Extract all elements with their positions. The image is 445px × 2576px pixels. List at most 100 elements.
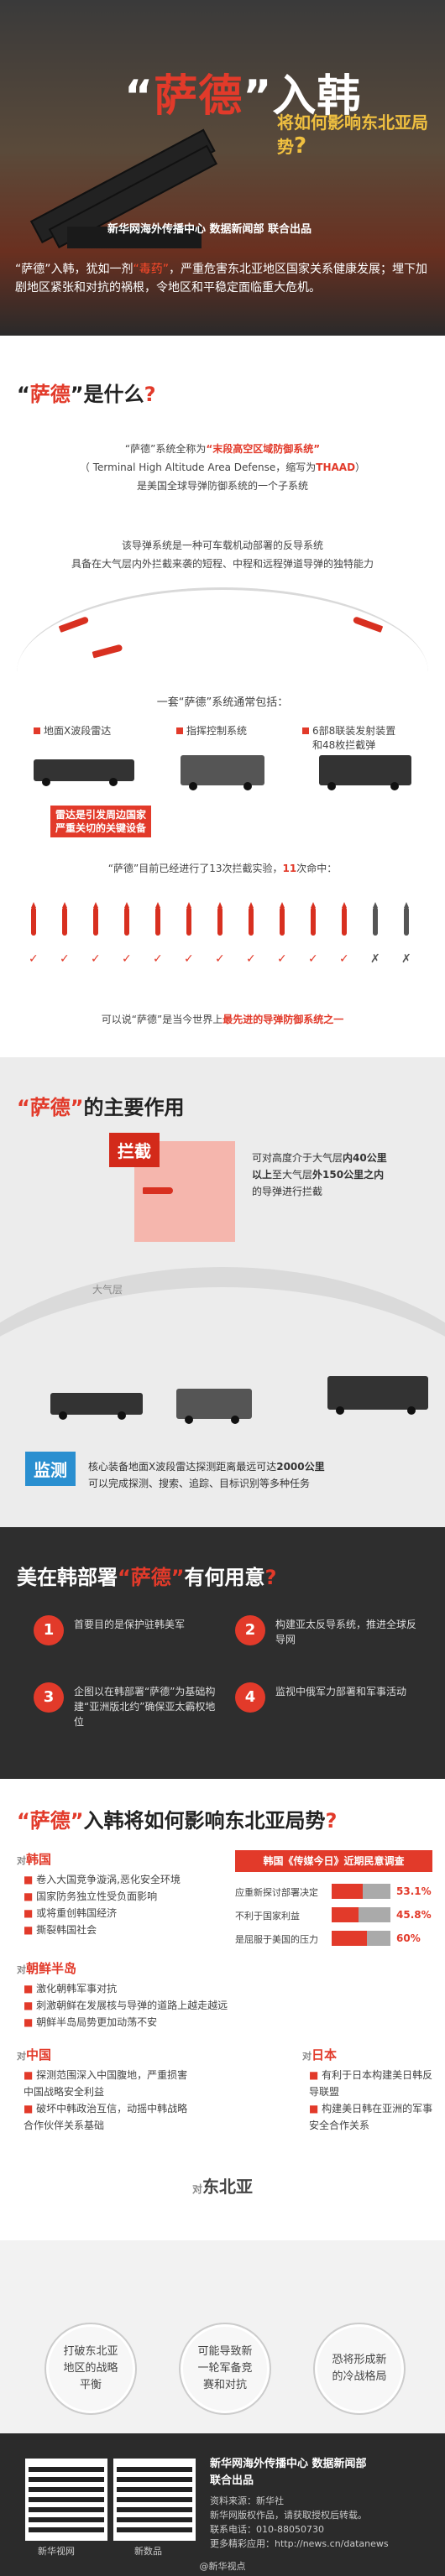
poll-label: 不利于国家利益: [235, 1911, 300, 1922]
intercept-text: 可对高度介于大气层内40公里 以上至大气层外150公里之内 的导弹进行拦截: [252, 1152, 387, 1197]
poll-chart: 应重新探讨部署决定 53.1% 不利于国家利益 45.8% 是屈服于美国的压力 60%: [235, 1884, 432, 1959]
intent-text: 监视中俄军力部署和军事活动: [275, 1686, 407, 1697]
test-missile-icon: [340, 902, 348, 944]
korea-heading: 对韩国: [17, 1852, 52, 1867]
hit-mark-icon: ✓: [91, 952, 101, 966]
northeast-impact-ring: 可能导致新一轮军备竞赛和对抗: [181, 2324, 270, 2413]
component-launchers: 6部8联装发射装置和48枚拦截弹: [302, 723, 395, 752]
hit-mark-icon: ✓: [184, 952, 194, 966]
section-title: “萨德”是什么?: [17, 383, 156, 406]
capability-line-2: 具备在大气层内外拦截来袭的短程、中程和远程弹道导弹的独特能力: [71, 558, 374, 570]
test-missile-icon: [92, 902, 100, 944]
poll-label: 应重新探讨部署决定: [235, 1887, 318, 1898]
intent-number-badge: 1: [34, 1615, 64, 1645]
component-command: 指挥控制系统: [176, 723, 247, 738]
section-what-is-thaad: “萨德”是什么? “萨德”系统全称为“末段高空区域防御系统” （ Termina…: [0, 336, 445, 1057]
test-missile-icon: [247, 902, 255, 944]
section-title: 美在韩部署“萨德”有何用意?: [17, 1566, 277, 1589]
launcher-illustration: [29, 101, 252, 248]
hit-mark-icon: ✓: [29, 952, 39, 966]
section-impact: “萨德”入韩将如何影响东北亚局势? 对韩国 卷入大国竞争漩涡,恶化安全环境国家防…: [0, 1779, 445, 2240]
test-missile-icon: [154, 902, 162, 944]
footer-org2: 联合出品: [210, 2474, 254, 2487]
radar-truck-icon: [50, 1393, 143, 1420]
hero-lead: “萨德”入韩，犹如一剂“毒药”，严重危害东北亚地区国家关系健康发展；埋下加剧地区…: [15, 263, 428, 295]
definition-line-3: 是美国全球导弹防御系统的一个子系统: [136, 480, 308, 492]
launcher-truck-icon: [327, 1376, 428, 1415]
test-missile-icon: [309, 902, 317, 944]
hit-mark-icon: ✓: [122, 952, 132, 966]
qr-code-icon: [25, 2459, 107, 2541]
intent-text: 构建亚太反导系统，推进全球反导网: [275, 1619, 417, 1645]
intent-number-badge: 2: [235, 1615, 265, 1645]
definition-line-2: （ Terminal High Altitude Area Defense，缩写…: [79, 461, 366, 473]
test-missile-icon: [371, 902, 380, 944]
poll-bar: [332, 1884, 390, 1899]
conclusion: 可以说“萨德”是当今世界上最先进的导弹防御系统之一: [101, 1014, 344, 1025]
miss-mark-icon: ✗: [401, 952, 411, 966]
test-missile-icon: [185, 902, 193, 944]
test-missile-icon: [278, 902, 286, 944]
component-radar: 地面X波段雷达: [34, 723, 111, 738]
radar-note: 雷达是引发周边国家严重关切的关键设备: [50, 806, 152, 837]
footer-org: 新华网海外传播中心 数据新闻部: [210, 2458, 367, 2470]
hit-mark-icon: ✓: [153, 952, 163, 966]
japan-heading: 对日本: [302, 2047, 338, 2062]
section-intention: 美在韩部署“萨德”有何用意? 1 首要目的是保护驻韩美军 2 构建亚太反导系统，推进全…: [0, 1527, 445, 1779]
miss-mark-icon: ✗: [370, 952, 380, 966]
poll-bar-fill: [332, 1907, 359, 1922]
detect-text: 核心装备地面X波段雷达探测距离最远可达2000公里 可以完成探测、搜索、追踪、目…: [88, 1461, 325, 1489]
poll-title: 韩国《传媒今日》近期民意调查: [235, 1850, 432, 1872]
china-impacts: 探测范围深入中国腹地，严重损害中国战略安全利益破坏中韩政治互信，动摇中韩战略合作…: [24, 2067, 191, 2134]
intent-text: 首要目的是保护驻韩美军: [74, 1619, 186, 1630]
command-truck-icon: [176, 1389, 252, 1424]
northeast-heading: 对东北亚: [191, 2177, 253, 2197]
northeast-impact-ring: 打破东北亚地区的战略平衡: [46, 2324, 135, 2413]
northeast-impacts: 打破东北亚地区的战略平衡可能导致新一轮军备竞赛和对抗恐将形成新的冷战格局: [0, 2316, 445, 2425]
capability-line-1: 该导弹系统是一种可车载机动部署的反导系统: [121, 540, 323, 551]
test-missile-icon: [29, 902, 38, 944]
qr-code-icon: [113, 2459, 196, 2541]
intent-number-badge: 3: [34, 1682, 64, 1713]
poll-value: 45.8%: [396, 1909, 432, 1921]
hit-mark-icon: ✓: [277, 952, 287, 966]
test-missile-icon: [216, 902, 224, 944]
poll-bar-fill: [332, 1931, 367, 1946]
poll-bar: [332, 1931, 390, 1946]
trajectory-arc: [17, 587, 428, 758]
japan-impacts: 有利于日本构建美日韩反导联盟构建美日韩在亚洲的军事安全合作关系: [309, 2067, 435, 2134]
footer: 新华视网 新数品 新华网海外传播中心 数据新闻部 联合出品 资料来源：新华社新华…: [0, 2433, 445, 2576]
northeast-impact-ring: 恐将形成新的冷战格局: [315, 2324, 404, 2413]
footer-weibo: @新华视点: [199, 2561, 246, 2572]
interceptor-icon: [143, 1187, 173, 1194]
section-title: “萨德”的主要作用: [17, 1096, 185, 1119]
hit-mark-icon: ✓: [215, 952, 225, 966]
poll-bar-fill: [332, 1884, 364, 1899]
hit-mark-icon: ✓: [60, 952, 70, 966]
tests-summary: “萨德”目前已经进行了13次拦截实验，11次命中：: [107, 863, 338, 874]
atmosphere-label: 大气层: [92, 1284, 123, 1296]
poll-value: 53.1%: [396, 1885, 432, 1897]
hero-title: “萨德”入韩: [124, 71, 362, 122]
test-missile-icon: [402, 902, 411, 944]
hero-banner: “萨德”入韩 将如何影响东北亚局势? 新华网海外传播中心 数据新闻部 联合出品 …: [0, 0, 445, 336]
korea-impacts: 卷入大国竞争漩涡,恶化安全环境国家防务独立性受负面影响或将重创韩国经济撕裂韩国社…: [24, 1871, 225, 1938]
launcher-truck-icon: [319, 755, 411, 790]
test-missile-icon: [123, 902, 131, 944]
hit-mark-icon: ✓: [339, 952, 349, 966]
poll-value: 60%: [396, 1932, 421, 1944]
qr1-label: 新华视网: [38, 2546, 75, 2557]
poll-label: 是屈服于美国的压力: [235, 1934, 318, 1945]
intent-number-badge: 4: [235, 1682, 265, 1713]
qr2-label: 新数品: [134, 2546, 162, 2557]
hero-subtitle: 将如何影响东北亚局势?: [277, 112, 428, 159]
hero-credit: 新华网海外传播中心 数据新闻部 联合出品: [107, 223, 312, 236]
test-missile-icon: [60, 902, 69, 944]
dprk-impacts: 激化朝韩军事对抗刺激朝鲜在发展核与导弹的道路上越走越远朝鲜半岛局势更加动荡不安: [24, 1980, 275, 2031]
radar-truck-icon: [34, 759, 134, 786]
section-main-function: “萨德”的主要作用 拦截 可对高度介于大气层内40公里 以上至大气层外150公里…: [0, 1057, 445, 1527]
section-title: “萨德”入韩将如何影响东北亚局势?: [17, 1809, 338, 1833]
poll-bar: [332, 1907, 390, 1922]
china-heading: 对中国: [17, 2047, 52, 2062]
